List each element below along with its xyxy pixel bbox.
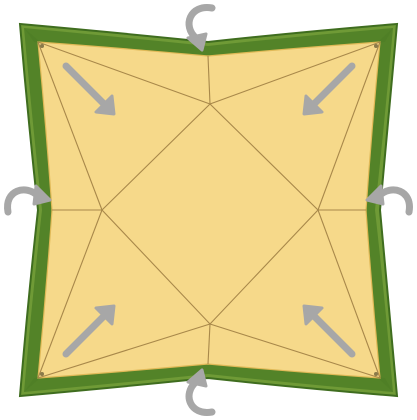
corner-dot-tl	[40, 44, 44, 48]
corner-dot-bl	[40, 372, 44, 376]
corner-dot-tr	[374, 44, 378, 48]
corner-dot-br	[374, 372, 378, 376]
